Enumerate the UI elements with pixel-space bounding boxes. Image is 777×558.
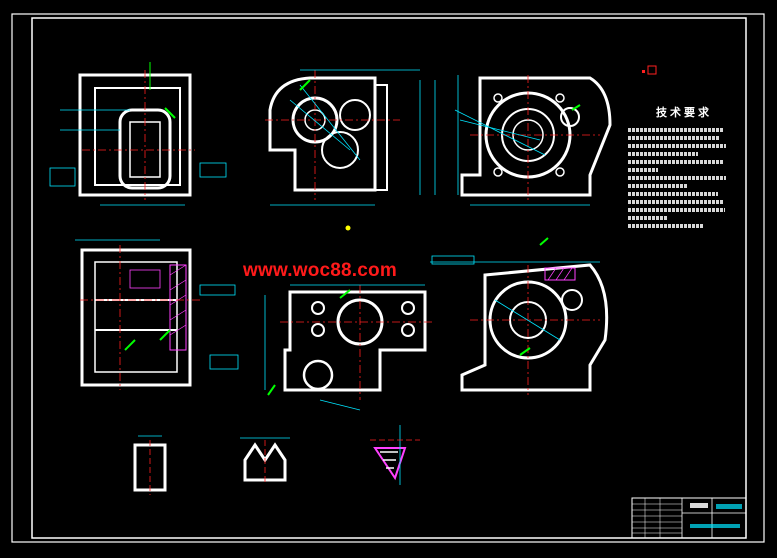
watermark-text: www.woc88.com — [243, 260, 397, 281]
note-line — [628, 216, 668, 220]
note-line — [628, 176, 726, 180]
inner-border — [31, 17, 747, 539]
view-top-center — [265, 69, 436, 231]
note-line — [628, 224, 703, 228]
note-line — [628, 152, 698, 156]
detail-center — [240, 437, 290, 485]
note-line — [628, 184, 688, 188]
notes-marker — [647, 65, 657, 75]
note-line — [628, 200, 723, 204]
view-middle-right — [430, 237, 609, 395]
detail-right — [370, 425, 420, 485]
note-line — [628, 144, 726, 148]
technical-requirements-title: 技术要求 — [656, 106, 712, 119]
view-middle-left — [75, 239, 239, 390]
view-top-left — [49, 62, 227, 206]
detail-left — [133, 435, 167, 495]
view-middle-center — [264, 284, 435, 411]
note-line — [628, 128, 724, 132]
note-line — [628, 208, 725, 212]
note-line — [628, 160, 723, 164]
note-line — [628, 192, 718, 196]
outer-border — [11, 13, 765, 543]
title-block — [631, 497, 747, 539]
note-line — [628, 168, 658, 172]
note-line — [628, 136, 720, 140]
technical-requirements-notes — [628, 124, 728, 231]
view-top-right — [454, 75, 612, 206]
